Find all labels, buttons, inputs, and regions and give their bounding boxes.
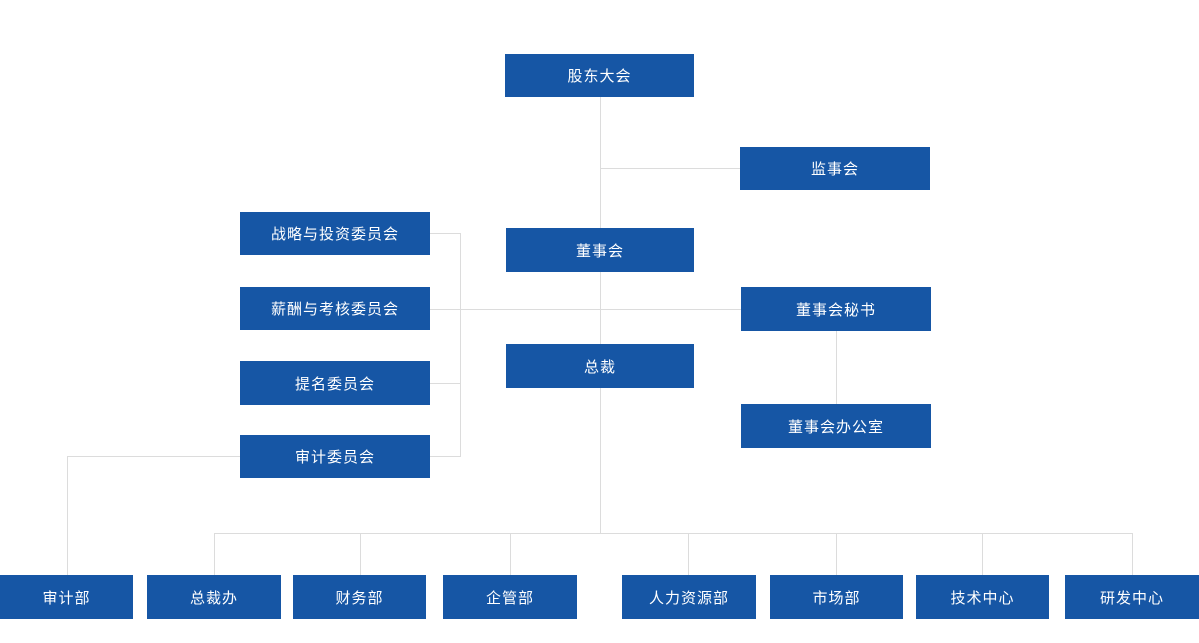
- org-node-nomination-committee: 提名委员会: [240, 361, 430, 405]
- connector-shareholders-to-board: [600, 97, 601, 228]
- org-node-shareholders-meeting: 股东大会: [505, 54, 694, 97]
- org-node-hr-dept: 人力资源部: [622, 575, 756, 619]
- connector-drop-technology: [982, 533, 983, 575]
- connector-down-to-audit-dept: [67, 456, 68, 575]
- connector-audit-committee-left: [67, 456, 240, 457]
- connector-drop-finance: [360, 533, 361, 575]
- org-node-compensation-assessment-committee: 薪酬与考核委员会: [240, 287, 430, 330]
- org-node-audit-dept: 审计部: [0, 575, 133, 619]
- org-node-president-office: 总裁办: [147, 575, 281, 619]
- org-node-enterprise-management-dept: 企管部: [443, 575, 577, 619]
- connector-board-to-president: [600, 272, 601, 344]
- org-node-audit-committee: 审计委员会: [240, 435, 430, 478]
- org-node-board-of-directors: 董事会: [506, 228, 694, 272]
- connector-committee-spine: [460, 233, 461, 457]
- connector-to-supervisory-board: [600, 168, 740, 169]
- connector-secretary-to-office: [836, 331, 837, 404]
- connector-strategy-stub: [430, 233, 460, 234]
- connector-drop-rd: [1132, 533, 1133, 575]
- org-node-technology-center: 技术中心: [916, 575, 1049, 619]
- org-node-president: 总裁: [506, 344, 694, 388]
- org-node-supervisory-board: 监事会: [740, 147, 930, 190]
- connector-committees-to-secretary: [430, 309, 741, 310]
- connector-departments-bus: [214, 533, 1133, 534]
- org-node-strategy-investment-committee: 战略与投资委员会: [240, 212, 430, 255]
- connector-audit-committee-stub: [430, 456, 460, 457]
- connector-drop-hr: [688, 533, 689, 575]
- connector-drop-enterprise-mgmt: [510, 533, 511, 575]
- org-node-marketing-dept: 市场部: [770, 575, 903, 619]
- connector-nomination-stub: [430, 383, 460, 384]
- org-node-rd-center: 研发中心: [1065, 575, 1199, 619]
- org-node-board-secretary: 董事会秘书: [741, 287, 931, 331]
- connector-drop-president-office: [214, 533, 215, 575]
- connector-drop-marketing: [836, 533, 837, 575]
- org-node-board-office: 董事会办公室: [741, 404, 931, 448]
- org-node-finance-dept: 财务部: [293, 575, 426, 619]
- connector-president-down: [600, 388, 601, 533]
